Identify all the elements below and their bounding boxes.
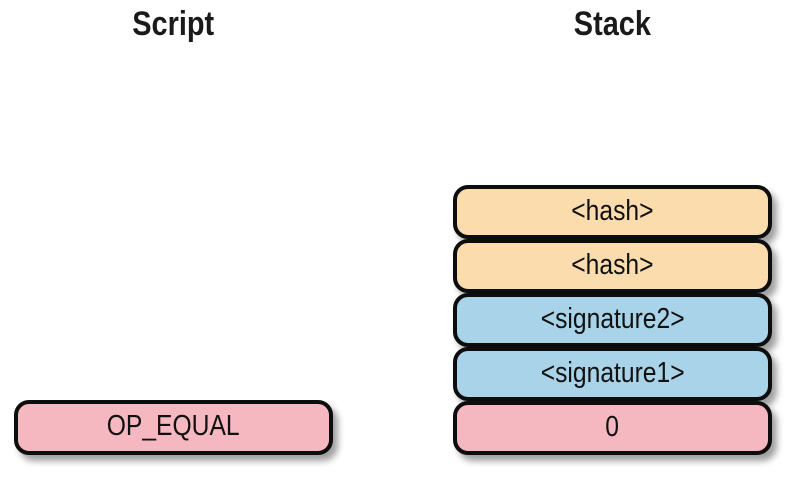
stack-item-label: <hash> — [571, 194, 654, 227]
stack-item-label: <signature1> — [540, 356, 685, 389]
stack-item-label: <signature2> — [540, 302, 685, 335]
stack-item-box: <signature2> — [453, 293, 772, 347]
script-column-title: Script — [14, 4, 333, 44]
stack-item-box: <hash> — [453, 239, 772, 293]
script-column-title-text: Script — [132, 5, 215, 43]
stack-column-title: Stack — [453, 4, 772, 44]
script-opcode-label: OP_EQUAL — [107, 410, 240, 442]
stack-item-box: 0 — [453, 401, 772, 455]
stack-item-box: <signature1> — [453, 347, 772, 401]
stack-item-label: 0 — [605, 410, 620, 443]
stack-column-title-text: Stack — [573, 5, 652, 43]
script-opcode-box: OP_EQUAL — [14, 400, 333, 455]
stack-item-box: <hash> — [453, 185, 772, 239]
stack-item-label: <hash> — [571, 248, 654, 281]
